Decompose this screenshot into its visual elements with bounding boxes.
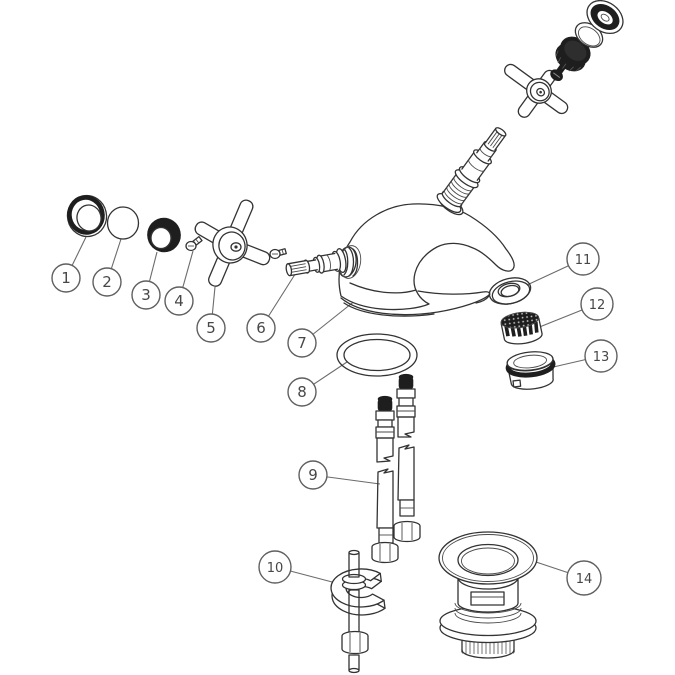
callout-number: 3 (141, 286, 151, 304)
callout-9: 9 (298, 460, 328, 490)
basin-waste-drawing (438, 531, 538, 659)
callout-2: 2 (92, 267, 122, 297)
callout-circle (566, 242, 600, 276)
valve-cartridge-drawing (285, 245, 362, 279)
callout-number: 5 (206, 319, 216, 337)
cross-handle-drawing (194, 199, 271, 287)
handle-cap-icon (586, 0, 624, 35)
aerator-insert-drawing (500, 311, 543, 345)
callout-4: 4 (164, 286, 194, 316)
callout-circle (566, 560, 602, 596)
cover-ring-drawing (66, 194, 108, 238)
callout-number: 9 (308, 466, 318, 484)
callout-8: 8 (287, 377, 317, 407)
callout-3: 3 (131, 280, 161, 310)
callout-circle (196, 313, 226, 343)
callout-7: 7 (287, 328, 317, 358)
callout-13: 13 (584, 339, 618, 373)
callout-circle (246, 313, 276, 343)
callout-number: 4 (174, 292, 184, 310)
body-base-far-edge (417, 290, 491, 304)
callout-number: 8 (297, 383, 307, 401)
callout-12: 12 (580, 287, 614, 321)
aerator-housing-drawing (505, 351, 556, 390)
callout-number: 12 (589, 298, 606, 313)
callout-circle (92, 267, 122, 297)
callout-5: 5 (196, 313, 226, 343)
grub-screw-drawing (185, 235, 203, 252)
valve-cartridge-top-icon (436, 127, 507, 214)
callout-circle (584, 339, 618, 373)
flexi-hoses-drawing (371, 373, 421, 564)
callout-circle (164, 286, 194, 316)
callout-14: 14 (566, 560, 602, 596)
waste-top-flange (438, 531, 538, 585)
callout-circle (287, 328, 317, 358)
callout-1: 1 (51, 263, 81, 293)
mounting-clamp-drawing (330, 549, 386, 674)
callout-number: 13 (593, 350, 610, 365)
callout-number: 14 (576, 572, 593, 587)
callout-10: 10 (258, 550, 292, 584)
callouts: 1 2 3 4 5 6 7 8 (51, 242, 618, 596)
cross-handle-top-icon (504, 63, 569, 118)
waste-neck (454, 575, 522, 624)
flexi-hose-right (393, 373, 421, 543)
callout-circle (131, 280, 161, 310)
flexi-hose-left (371, 395, 399, 564)
body-base-rim (340, 294, 490, 316)
handle-fixing-screw-drawing (269, 248, 287, 260)
callout-number: 7 (297, 334, 307, 352)
callout-6: 6 (246, 313, 276, 343)
callout-number: 6 (256, 319, 266, 337)
callout-circle (51, 263, 81, 293)
top-handle-assembly-drawing (436, 0, 624, 214)
callout-circle (580, 287, 614, 321)
callout-number: 2 (102, 273, 112, 291)
o-ring-drawing (336, 333, 418, 377)
callout-circle (298, 460, 328, 490)
coupling-nut (341, 630, 369, 655)
callout-number: 1 (61, 269, 71, 287)
callout-11: 11 (566, 242, 600, 276)
gland-ring-drawing (147, 217, 181, 253)
callout-number: 11 (575, 253, 592, 268)
callout-number: 10 (267, 561, 284, 576)
body-shoulder-crease (349, 282, 417, 294)
callout-circle (258, 550, 292, 584)
callout-circle (287, 377, 317, 407)
spout-washer-drawing (488, 277, 532, 305)
indice-disc-drawing (106, 206, 140, 240)
tap-body-drawing (337, 194, 515, 317)
